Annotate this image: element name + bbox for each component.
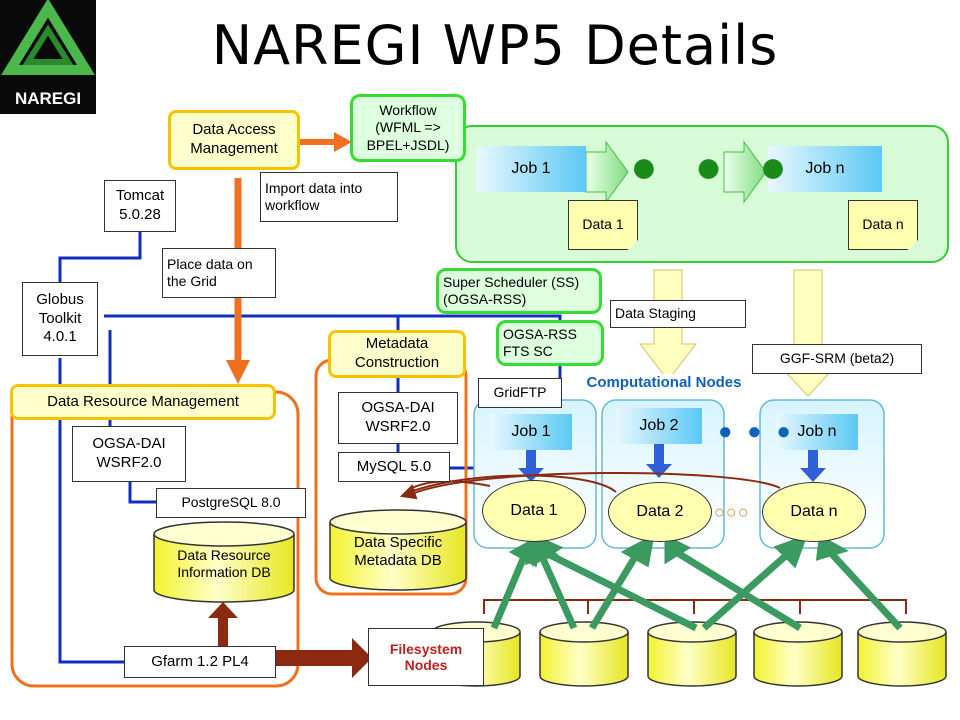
workflow-data-n: Data n — [848, 200, 918, 250]
workflow-data-1: Data 1 — [568, 200, 638, 250]
compute-data-ellipsis: ○○○ — [714, 502, 750, 522]
filesystem-to-data-arrows — [490, 533, 903, 632]
compute-data-n: Data n — [762, 482, 866, 542]
metadata-construction-box: Metadata Construction — [328, 330, 466, 378]
naregi-logo: NAREGI — [0, 0, 96, 114]
svg-text:NAREGI: NAREGI — [15, 89, 81, 108]
import-data-label: Import data into workflow — [260, 172, 398, 222]
workflow-ellipsis: ● ● ● — [630, 140, 799, 192]
ogsa-rss-fts-box: OGSA-RSS FTS SC — [496, 320, 604, 366]
compute-job-n: Job n — [776, 414, 858, 450]
compute-job-ellipsis: ● ● ● — [718, 418, 795, 445]
ggf-srm-arrow — [778, 269, 838, 397]
workflow-job-n: Job n — [768, 146, 882, 192]
data-resource-info-db-label: Data Resource Information DB — [177, 547, 271, 580]
data-specific-metadata-db-label: Data Specific Metadata DB — [353, 534, 443, 569]
page-title: NAREGI WP5 Details — [211, 14, 779, 77]
data-access-management: Data Access Management — [168, 110, 300, 170]
flow-arrow-1 — [585, 140, 629, 204]
data-specific-metadata-db-cylinder — [329, 509, 467, 591]
compute-job-1: Job 1 — [490, 414, 572, 450]
tomcat-box: Tomcat 5.0.28 — [104, 180, 176, 232]
metadata-links — [399, 472, 781, 500]
globus-toolkit-box: Globus Toolkit 4.0.1 — [22, 282, 98, 356]
compute-job-2: Job 2 — [616, 408, 702, 444]
filesystem-nodes-label: Filesystem Nodes — [368, 628, 484, 686]
ggf-srm-label: GGF-SRM (beta2) — [752, 344, 922, 374]
gfarm-arrows — [208, 602, 372, 678]
ogsa-dai-left-box: OGSA-DAI WSRF2.0 — [72, 426, 186, 482]
computational-nodes-label: Computational Nodes — [564, 374, 764, 396]
workflow-box: Workflow (WFML => BPEL+JSDL) — [350, 94, 466, 162]
gfarm-box: Gfarm 1.2 PL4 — [124, 646, 276, 678]
ogsa-dai-mid-box: OGSA-DAI WSRF2.0 — [338, 392, 458, 444]
filesystem-bus — [483, 599, 907, 614]
data-resource-info-db-cylinder — [153, 521, 295, 603]
gridftp-label: GridFTP — [478, 378, 562, 408]
data-staging-label: Data Staging — [610, 300, 746, 328]
workflow-job-1: Job 1 — [476, 146, 586, 192]
compute-data-1: Data 1 — [482, 480, 586, 542]
postgresql-box: PostgreSQL 8.0 — [156, 488, 306, 518]
place-data-label: Place data on the Grid — [162, 248, 276, 298]
data-resource-management-box: Data Resource Management — [10, 384, 276, 420]
filesystem-cylinders — [431, 621, 947, 687]
mysql-box: MySQL 5.0 — [338, 452, 450, 482]
super-scheduler-box: Super Scheduler (SS) (OGSA-RSS) — [436, 268, 602, 314]
flow-arrow-2 — [723, 140, 767, 204]
compute-data-2: Data 2 — [608, 482, 712, 542]
